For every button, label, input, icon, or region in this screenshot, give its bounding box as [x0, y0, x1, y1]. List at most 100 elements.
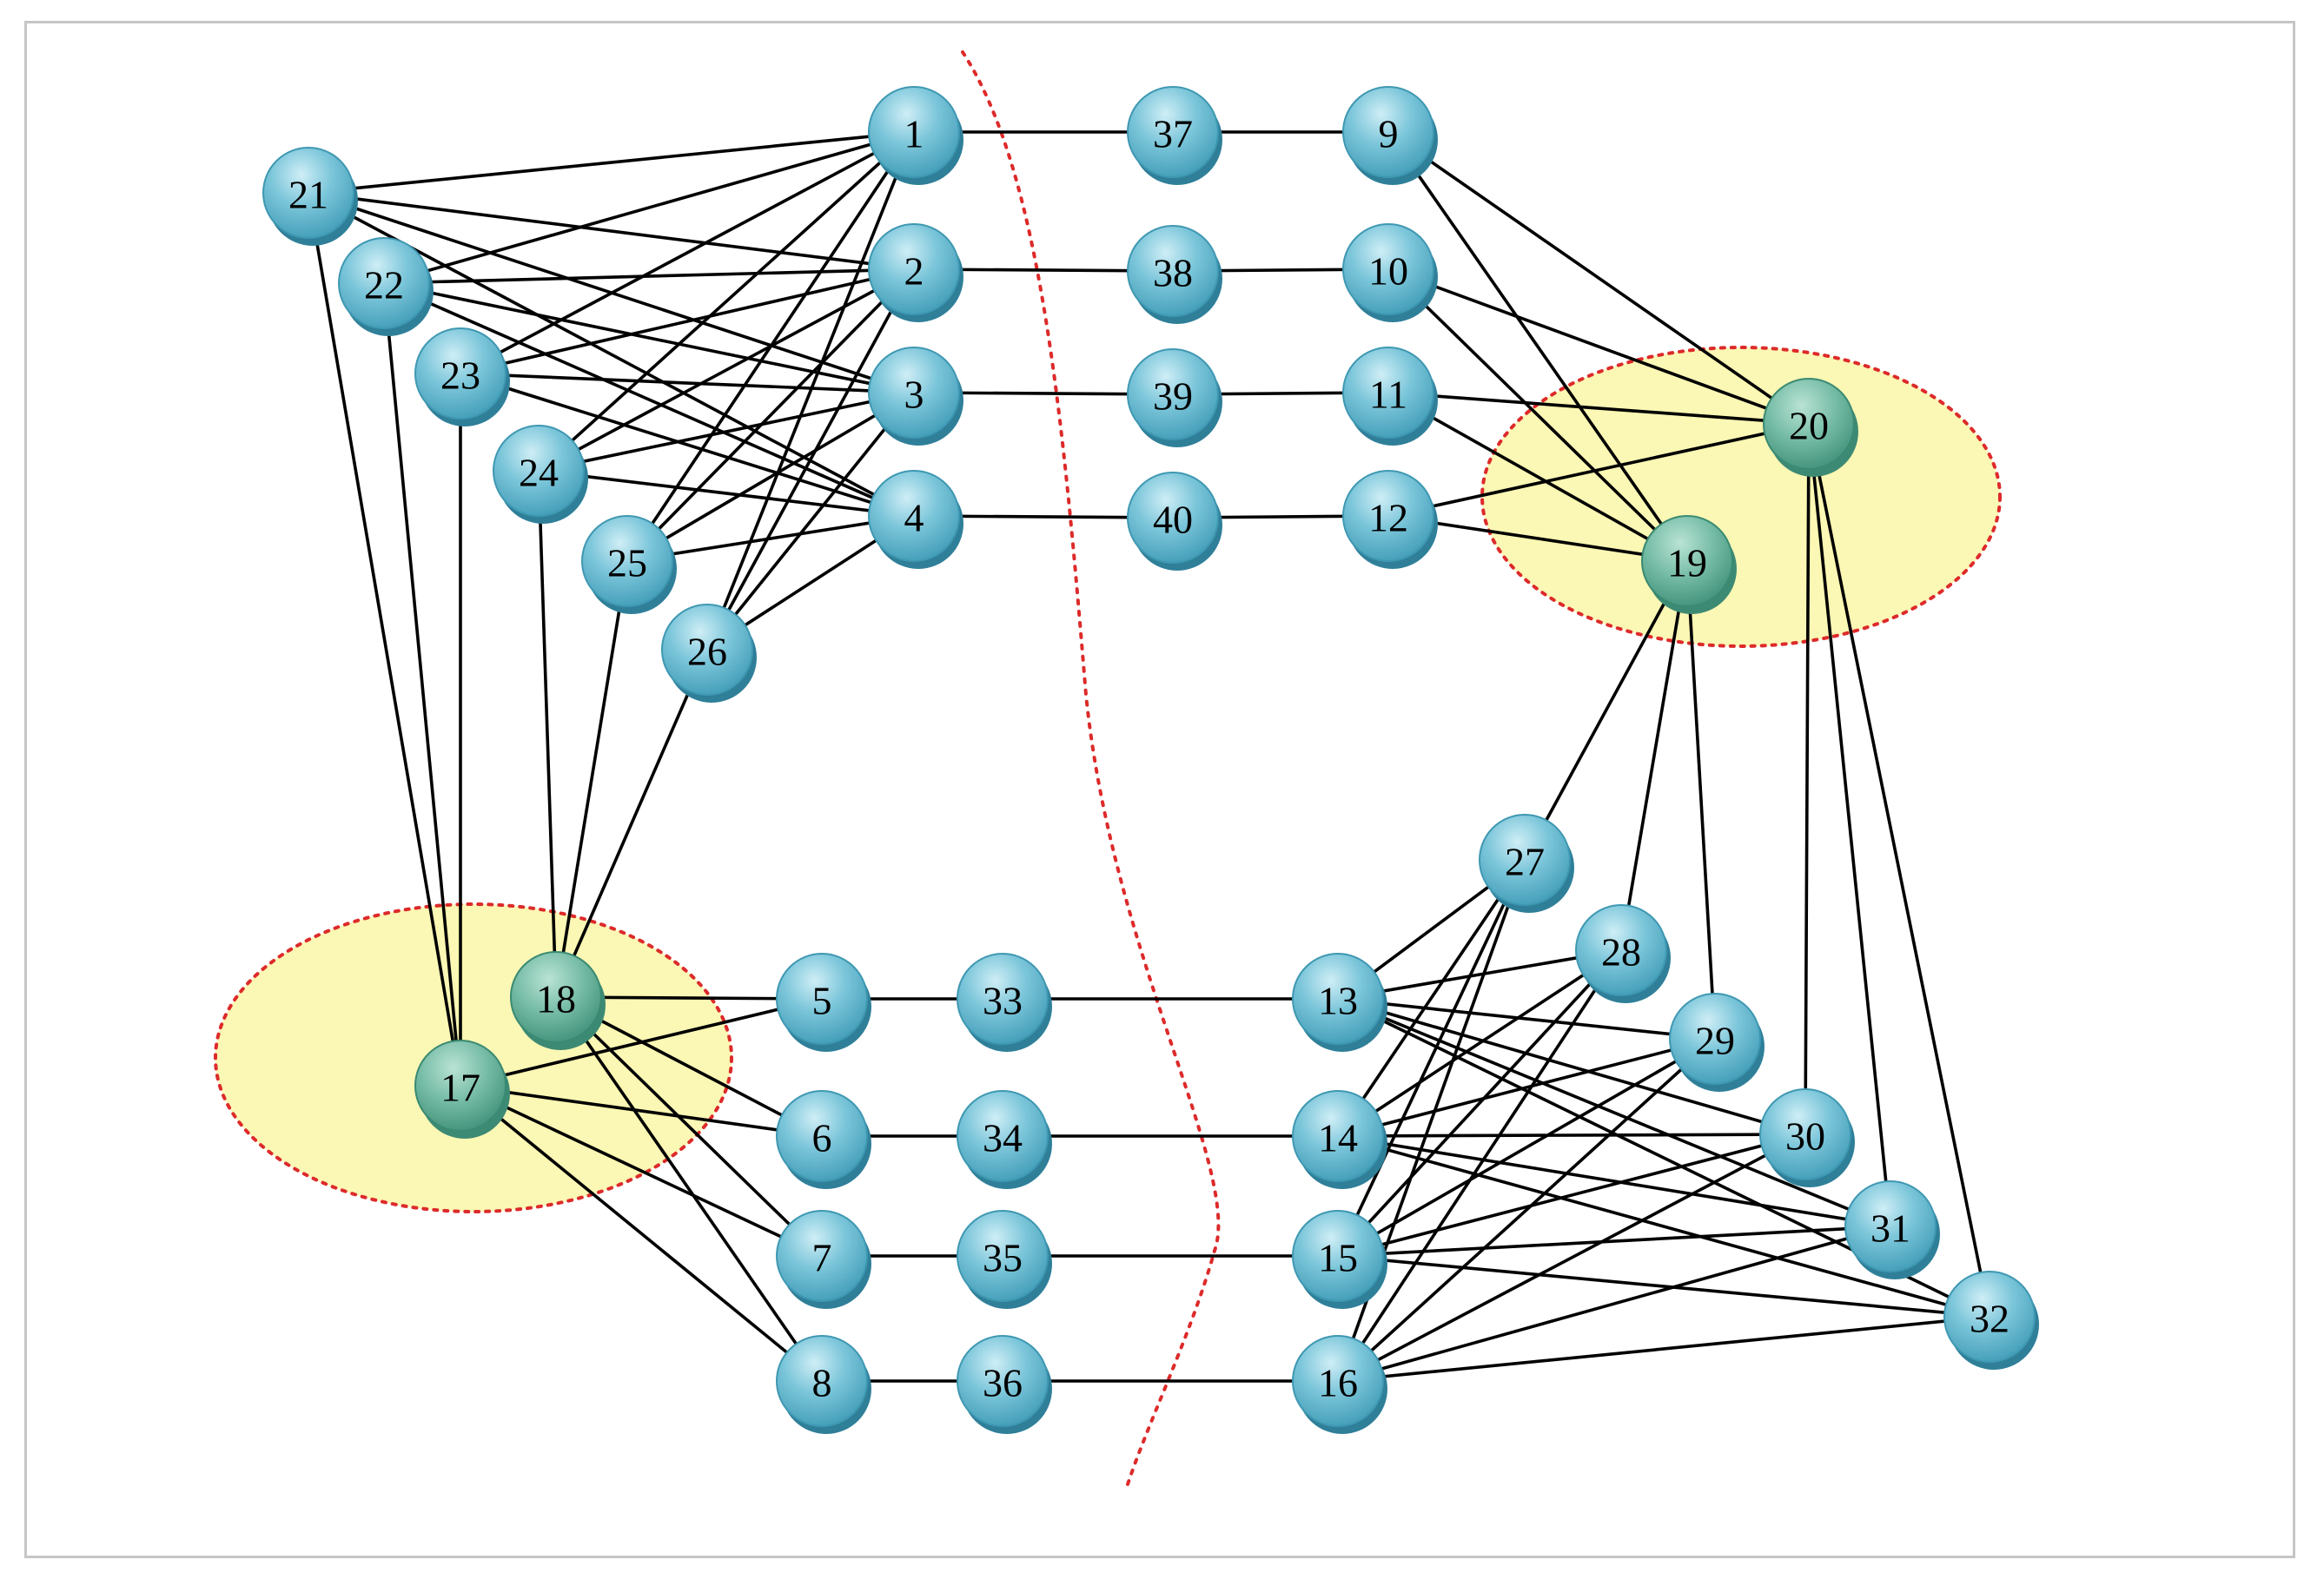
- edge-11-20: [1387, 391, 1810, 426]
- edge-14-31: [1337, 1134, 1891, 1228]
- node-7[interactable]: 7: [776, 1210, 871, 1309]
- edge-26-3: [705, 391, 916, 651]
- node-19[interactable]: 19: [1641, 515, 1737, 614]
- node-circle: [1943, 1271, 2036, 1363]
- node-26[interactable]: 26: [661, 604, 757, 703]
- node-label: 14: [1318, 1116, 1358, 1160]
- cluster-highlight-19-20: [1480, 346, 2002, 648]
- node-label: 11: [1369, 373, 1407, 417]
- edge-19-29: [1685, 560, 1717, 1040]
- edge-15-31: [1337, 1225, 1891, 1258]
- node-30[interactable]: 30: [1759, 1088, 1855, 1187]
- edge-15-27: [1336, 859, 1526, 1257]
- node-23[interactable]: 23: [414, 327, 510, 426]
- node-label: 36: [983, 1361, 1023, 1405]
- edge-18-8: [554, 995, 824, 1383]
- node-label: 22: [364, 263, 404, 307]
- node-33[interactable]: 33: [957, 953, 1052, 1052]
- node-21[interactable]: 21: [262, 147, 358, 246]
- node-11[interactable]: 11: [1342, 347, 1438, 446]
- node-31[interactable]: 31: [1844, 1180, 1940, 1279]
- node-label: 26: [687, 630, 727, 674]
- node-circle: [957, 1210, 1049, 1302]
- node-28[interactable]: 28: [1575, 904, 1671, 1003]
- edge-9-20: [1387, 130, 1811, 426]
- node-34[interactable]: 34: [957, 1090, 1052, 1189]
- edge-23-2: [460, 268, 915, 375]
- node-10[interactable]: 10: [1342, 223, 1438, 322]
- node-label: 4: [904, 496, 924, 540]
- node-22[interactable]: 22: [338, 237, 434, 336]
- node-2[interactable]: 2: [868, 223, 963, 322]
- node-20[interactable]: 20: [1763, 378, 1858, 477]
- node-circle: [1575, 904, 1667, 996]
- edge-25-3: [626, 391, 915, 563]
- edge-13-28: [1337, 948, 1622, 1001]
- node-label: 15: [1318, 1236, 1358, 1280]
- edge-21-2: [308, 191, 915, 271]
- node-circle: [957, 1335, 1049, 1427]
- node-8[interactable]: 8: [776, 1335, 871, 1434]
- node-label: 8: [812, 1361, 832, 1405]
- node-circle: [776, 953, 868, 1045]
- node-circle: [776, 1335, 868, 1427]
- edge-21-1: [308, 130, 915, 195]
- node-label: 37: [1153, 112, 1193, 156]
- node-14[interactable]: 14: [1292, 1090, 1387, 1189]
- node-circle: [661, 604, 753, 696]
- hub-node-circle: [414, 1040, 507, 1132]
- node-13[interactable]: 13: [1292, 953, 1387, 1052]
- edge-17-8: [459, 1084, 824, 1383]
- node-5[interactable]: 5: [776, 953, 871, 1052]
- node-label: 16: [1318, 1361, 1358, 1405]
- node-circle: [1292, 1210, 1384, 1302]
- node-circle: [957, 953, 1049, 1045]
- node-32[interactable]: 32: [1943, 1271, 2039, 1370]
- edge-11-19: [1387, 391, 1688, 563]
- node-12[interactable]: 12: [1342, 470, 1438, 569]
- node-27[interactable]: 27: [1479, 814, 1574, 913]
- edge-25-18: [554, 560, 629, 998]
- edge-26-18: [554, 649, 709, 998]
- node-36[interactable]: 36: [957, 1335, 1052, 1434]
- node-circle: [1342, 470, 1434, 562]
- edge-22-4: [383, 281, 915, 518]
- node-16[interactable]: 16: [1292, 1335, 1387, 1434]
- node-4[interactable]: 4: [868, 470, 963, 569]
- node-38[interactable]: 38: [1127, 225, 1222, 324]
- node-6[interactable]: 6: [776, 1090, 871, 1189]
- node-label: 5: [812, 979, 832, 1023]
- node-37[interactable]: 37: [1127, 86, 1222, 185]
- edge-17-6: [460, 1084, 823, 1138]
- node-label: 13: [1318, 979, 1358, 1023]
- edge-16-29: [1336, 1037, 1717, 1383]
- node-circle: [1127, 348, 1219, 440]
- node-label: 28: [1601, 930, 1641, 975]
- edge-16-30: [1337, 1133, 1806, 1383]
- node-29[interactable]: 29: [1669, 993, 1765, 1092]
- node-17[interactable]: 17: [414, 1040, 510, 1139]
- node-39[interactable]: 39: [1127, 348, 1222, 447]
- node-9[interactable]: 9: [1342, 86, 1438, 185]
- edge-23-3: [460, 372, 915, 394]
- node-40[interactable]: 40: [1127, 472, 1222, 571]
- node-35[interactable]: 35: [957, 1210, 1052, 1309]
- node-18[interactable]: 18: [510, 951, 606, 1050]
- node-24[interactable]: 24: [493, 425, 588, 524]
- edge-18-7: [554, 995, 824, 1258]
- node-1[interactable]: 1: [868, 86, 963, 185]
- node-circle: [1292, 1090, 1384, 1182]
- node-circle: [868, 86, 960, 178]
- node-15[interactable]: 15: [1292, 1210, 1387, 1309]
- edge-12-20: [1387, 422, 1810, 518]
- edge-26-2: [705, 268, 916, 651]
- node-circle: [1342, 347, 1434, 439]
- edge-24-18: [537, 470, 558, 998]
- node-25[interactable]: 25: [581, 515, 677, 614]
- node-3[interactable]: 3: [868, 347, 963, 446]
- edge-20-30: [1804, 423, 1811, 1135]
- node-circle: [493, 425, 585, 517]
- edge-14-32: [1337, 1134, 1990, 1318]
- edge-15-30: [1337, 1133, 1806, 1258]
- edge-16-31: [1337, 1225, 1891, 1383]
